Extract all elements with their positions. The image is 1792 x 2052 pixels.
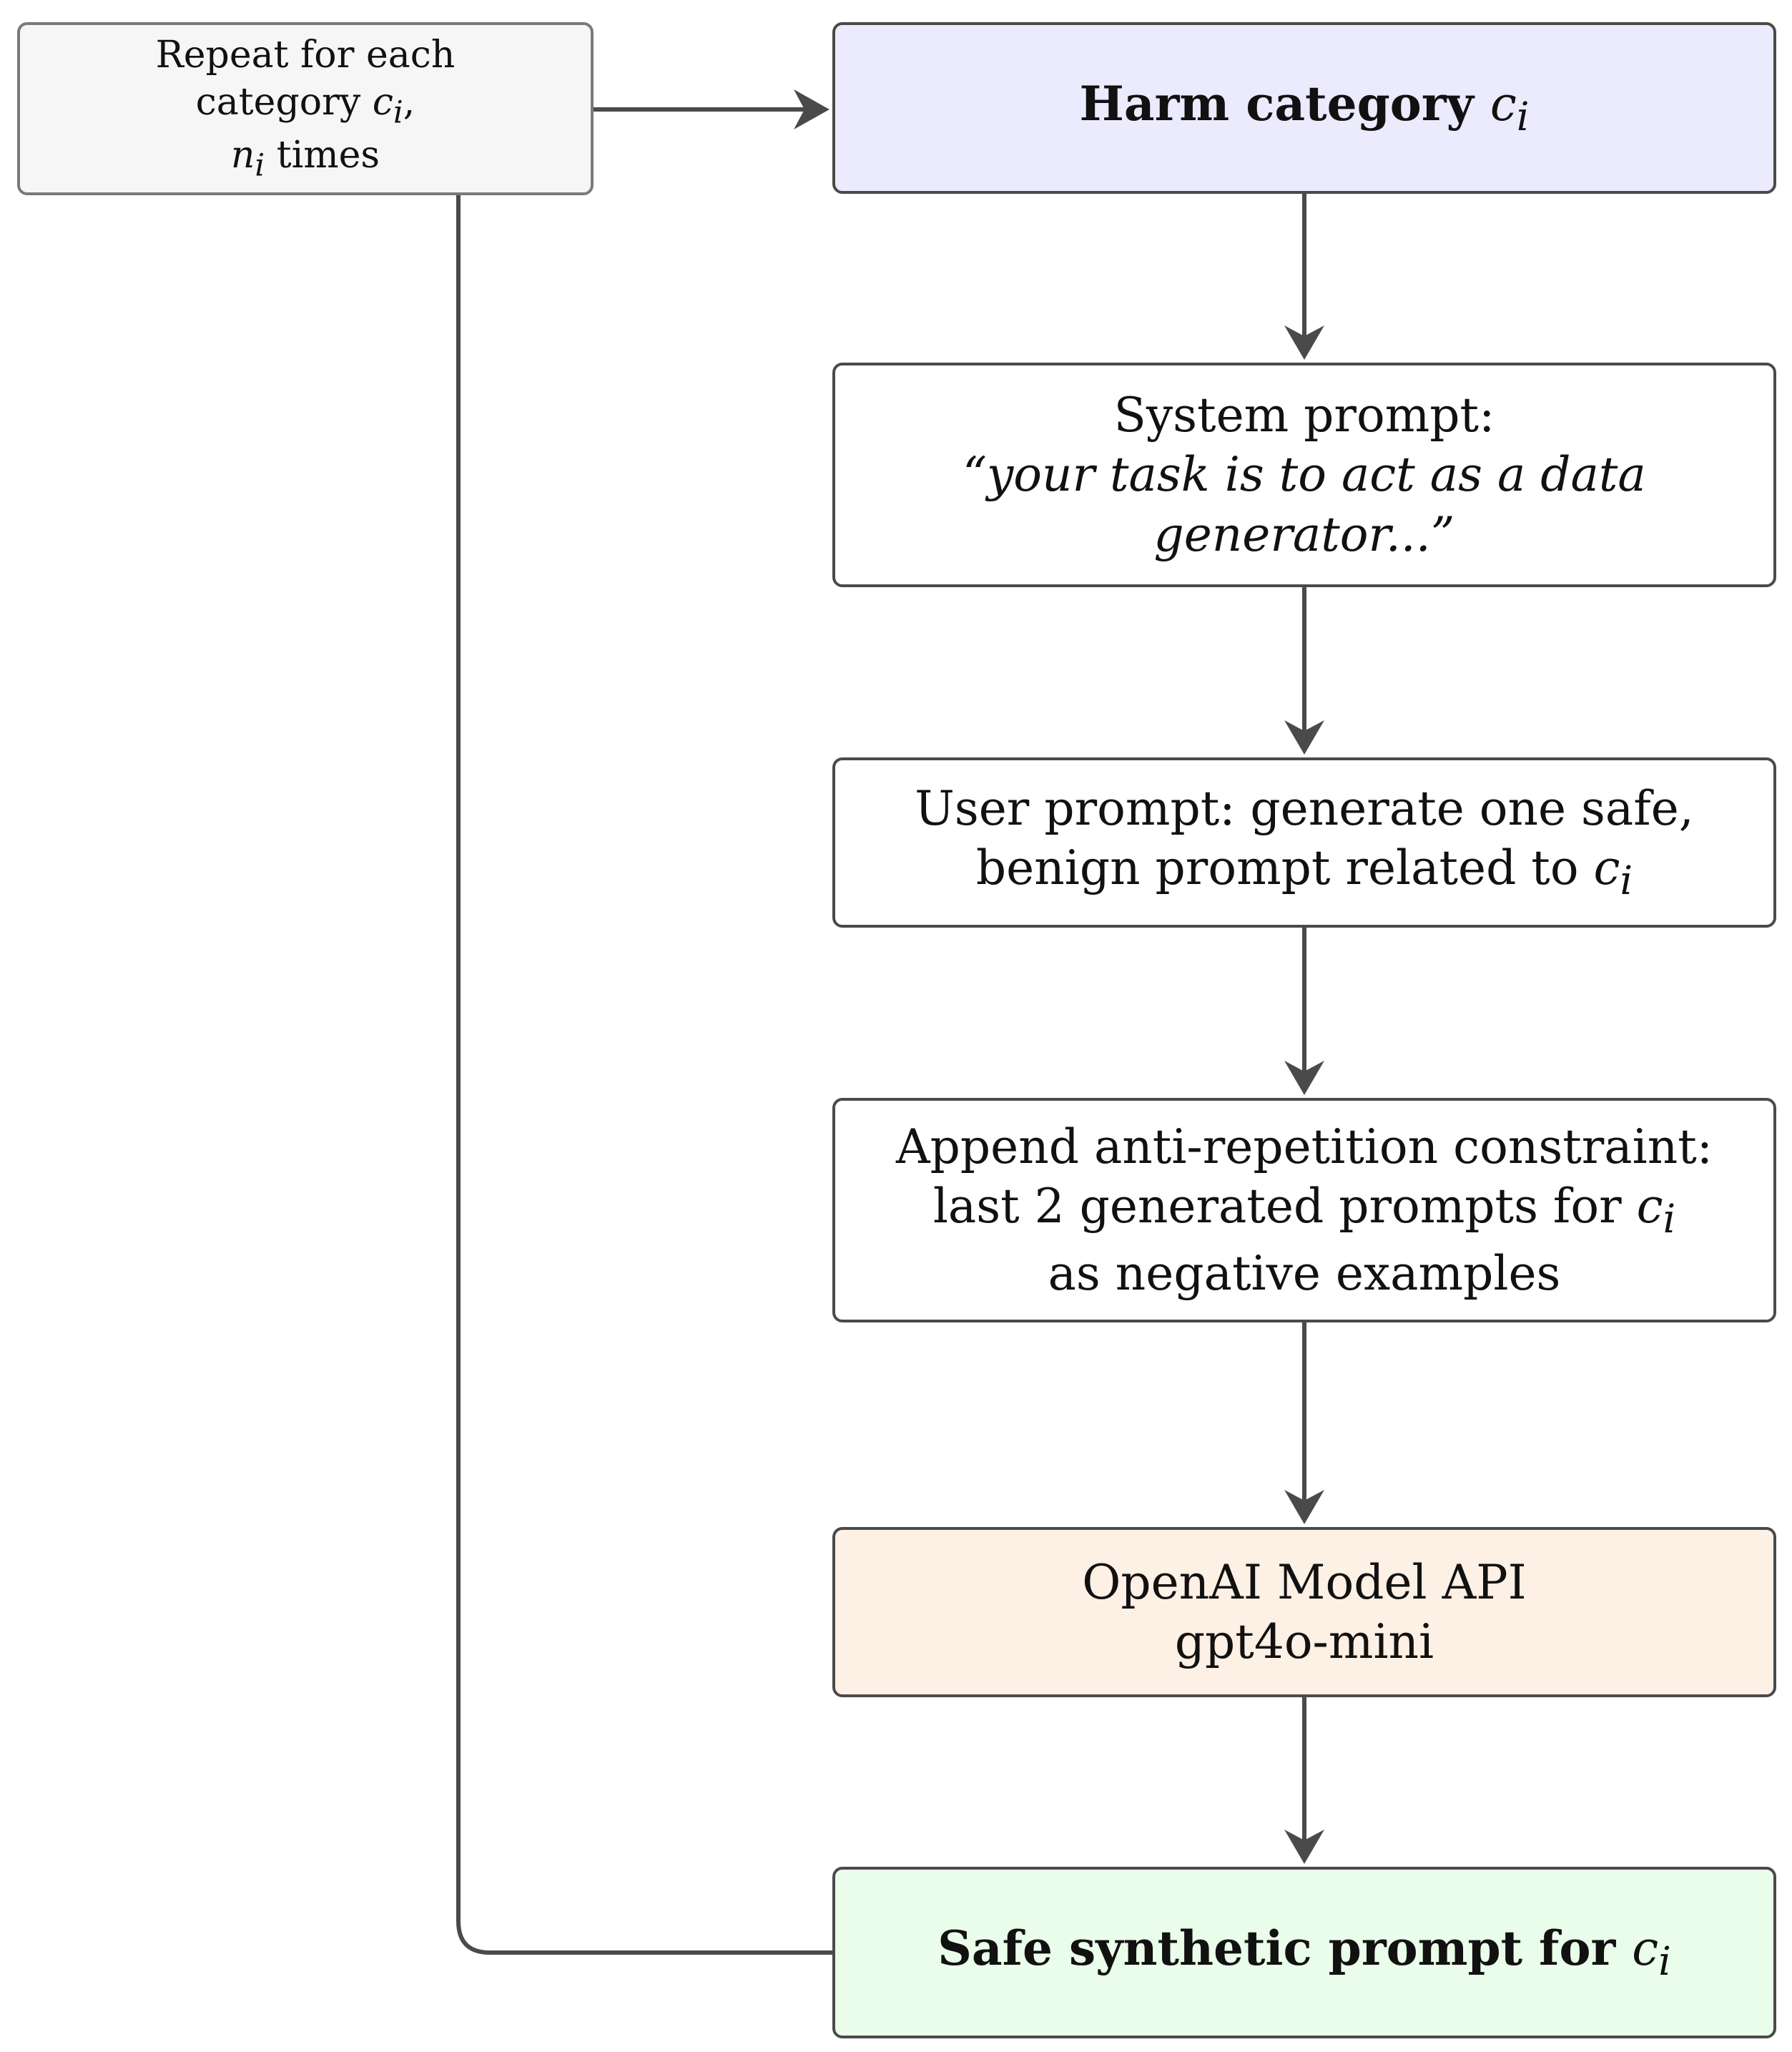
output-symbol: ci <box>1632 1920 1671 1984</box>
system-prompt-title: System prompt: <box>1113 388 1495 443</box>
harm-category-symbol-base: c <box>1490 76 1517 132</box>
count-symbol-base: n <box>230 133 255 177</box>
user-prompt-line-2: benign prompt related to ci <box>976 838 1633 905</box>
output-symbol-sub: i <box>1658 1938 1671 1984</box>
loop-note-box: Repeat for each category ci, ni times <box>17 22 594 195</box>
count-symbol-sub: i <box>255 147 265 184</box>
loop-note-line-2: category ci, <box>196 79 415 132</box>
user-prompt-symbol-base: c <box>1593 840 1620 896</box>
constraint-line-2-text: last 2 generated prompts for <box>932 1178 1637 1234</box>
system-prompt-quote-line-1: “your task is to act as a data <box>963 447 1646 503</box>
count-symbol: ni <box>230 133 265 183</box>
user-prompt-line-2-text: benign prompt related to <box>975 840 1594 896</box>
loop-note-line-3: ni times <box>231 132 380 185</box>
category-symbol-base: c <box>372 80 393 124</box>
harm-category-text: Harm category <box>1079 75 1490 132</box>
constraint-line-2: last 2 generated prompts for ci <box>933 1177 1675 1244</box>
model-api-box: OpenAI Model API gpt4o-mini <box>832 1527 1776 1697</box>
constraint-symbol: ci <box>1636 1178 1676 1242</box>
user-prompt-line-1: User prompt: generate one safe, <box>915 781 1694 837</box>
output-text: Safe synthetic prompt for <box>937 1920 1633 1976</box>
harm-category-box: Harm category ci <box>832 22 1776 194</box>
arrow-constraint-to-api <box>1284 1322 1324 1524</box>
harm-category-symbol: ci <box>1490 76 1530 139</box>
user-prompt-symbol-sub: i <box>1620 858 1633 904</box>
user-prompt-symbol: ci <box>1593 840 1633 903</box>
system-prompt-quote-line-2: generator...” <box>1153 506 1455 562</box>
arrow-api-to-output <box>1284 1697 1324 1864</box>
arrow-harm-to-system <box>1284 194 1324 360</box>
arrow-user-to-constraint <box>1284 928 1324 1095</box>
arrow-system-to-user <box>1284 587 1324 755</box>
constraint-line-3: as negative examples <box>1048 1246 1561 1302</box>
api-title: OpenAI Model API <box>1082 1554 1527 1610</box>
category-symbol-sub: i <box>393 94 403 131</box>
output-label: Safe synthetic prompt for ci <box>937 1919 1671 1986</box>
constraint-symbol-sub: i <box>1663 1195 1676 1242</box>
constraint-symbol-base: c <box>1636 1178 1663 1234</box>
constraint-line-1: Append anti-repetition constraint: <box>895 1119 1713 1174</box>
output-symbol-base: c <box>1632 1920 1659 1976</box>
user-prompt-box: User prompt: generate one safe, benign p… <box>832 757 1776 928</box>
safe-prompt-output-box: Safe synthetic prompt for ci <box>832 1867 1776 2038</box>
loop-note-comma: , <box>403 80 415 124</box>
loop-note-line-1: Repeat for each <box>155 34 456 77</box>
api-model-name: gpt4o-mini <box>1174 1614 1434 1669</box>
anti-repetition-box: Append anti-repetition constraint: last … <box>832 1098 1776 1322</box>
category-symbol: ci <box>372 80 403 130</box>
loop-back-arrow <box>456 89 832 1955</box>
loop-note-times-text: times <box>265 133 380 177</box>
harm-category-label: Harm category ci <box>1080 74 1530 142</box>
harm-category-symbol-sub: i <box>1516 93 1530 139</box>
system-prompt-box: System prompt: “your task is to act as a… <box>832 363 1776 587</box>
loop-note-category-text: category <box>195 80 373 124</box>
